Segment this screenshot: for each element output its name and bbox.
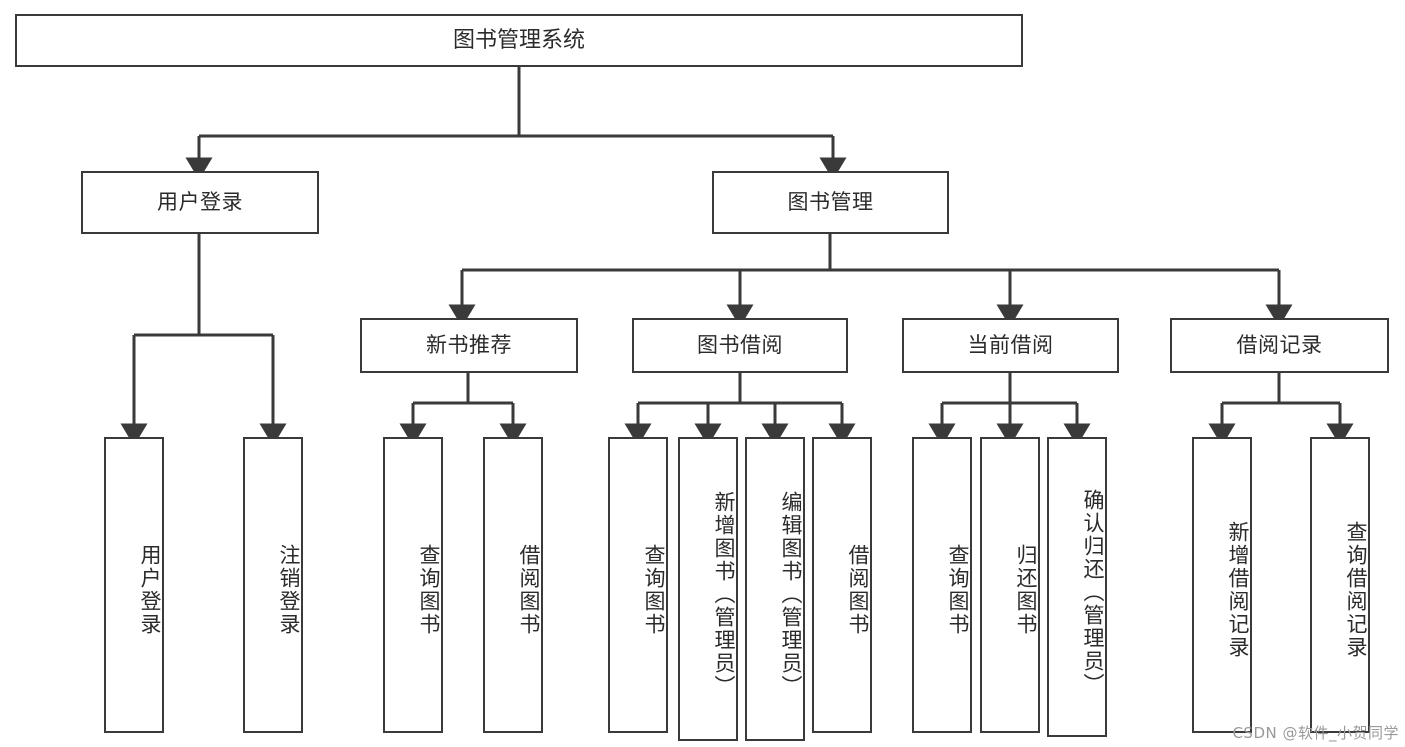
node-label: 图书管理系统 [452,27,585,53]
node-label: 借阅图书 [517,544,541,636]
node-label: 查询借阅记录 [1344,521,1368,659]
leaf-recommend-borrow-book[interactable]: 借阅图书 [483,437,543,733]
node-label: 图书借阅 [697,333,783,358]
leaf-current-return-book[interactable]: 归还图书 [980,437,1040,733]
node-label: 图书管理 [787,190,874,215]
node-label: 查询图书 [642,544,666,636]
node-label: 新增借阅记录 [1226,521,1250,659]
node-label: 用户登录 [138,544,162,636]
leaf-recommend-query-book[interactable]: 查询图书 [383,437,443,733]
node-label: 借阅图书 [846,544,870,636]
node-book-management[interactable]: 图书管理 [712,171,949,234]
leaf-borrow-query-book[interactable]: 查询图书 [608,437,668,733]
node-borrow-record[interactable]: 借阅记录 [1170,318,1389,373]
node-label: 新书推荐 [426,333,512,358]
node-new-book-recommend[interactable]: 新书推荐 [360,318,578,373]
node-label: 当前借阅 [967,333,1054,358]
node-label: 新增图书（管理员） [712,490,736,698]
watermark-text: CSDN @软件_小贺同学 [1232,724,1399,742]
leaf-record-query-record[interactable]: 查询借阅记录 [1310,437,1370,733]
node-label: 查询图书 [946,544,970,636]
leaf-user-login-login[interactable]: 用户登录 [104,437,164,733]
node-label: 确认归还（管理员） [1081,488,1105,696]
node-book-borrow[interactable]: 图书借阅 [632,318,848,373]
leaf-borrow-borrow-book[interactable]: 借阅图书 [812,437,872,733]
node-label: 借阅记录 [1236,333,1323,358]
node-current-borrow[interactable]: 当前借阅 [902,318,1119,373]
leaf-current-confirm-return-admin[interactable]: 确认归还（管理员） [1047,437,1107,737]
leaf-current-query-book[interactable]: 查询图书 [912,437,972,733]
node-label: 归还图书 [1014,544,1038,636]
node-label: 查询图书 [417,544,441,636]
node-label: 用户登录 [157,190,243,215]
node-user-login[interactable]: 用户登录 [81,171,319,234]
leaf-borrow-edit-book-admin[interactable]: 编辑图书（管理员） [745,437,805,741]
node-label: 编辑图书（管理员） [779,490,803,698]
node-label: 注销登录 [277,544,301,636]
leaf-record-add-record[interactable]: 新增借阅记录 [1192,437,1252,733]
leaf-borrow-add-book-admin[interactable]: 新增图书（管理员） [678,437,738,741]
leaf-user-login-logout[interactable]: 注销登录 [243,437,303,733]
node-root-system[interactable]: 图书管理系统 [15,14,1023,67]
